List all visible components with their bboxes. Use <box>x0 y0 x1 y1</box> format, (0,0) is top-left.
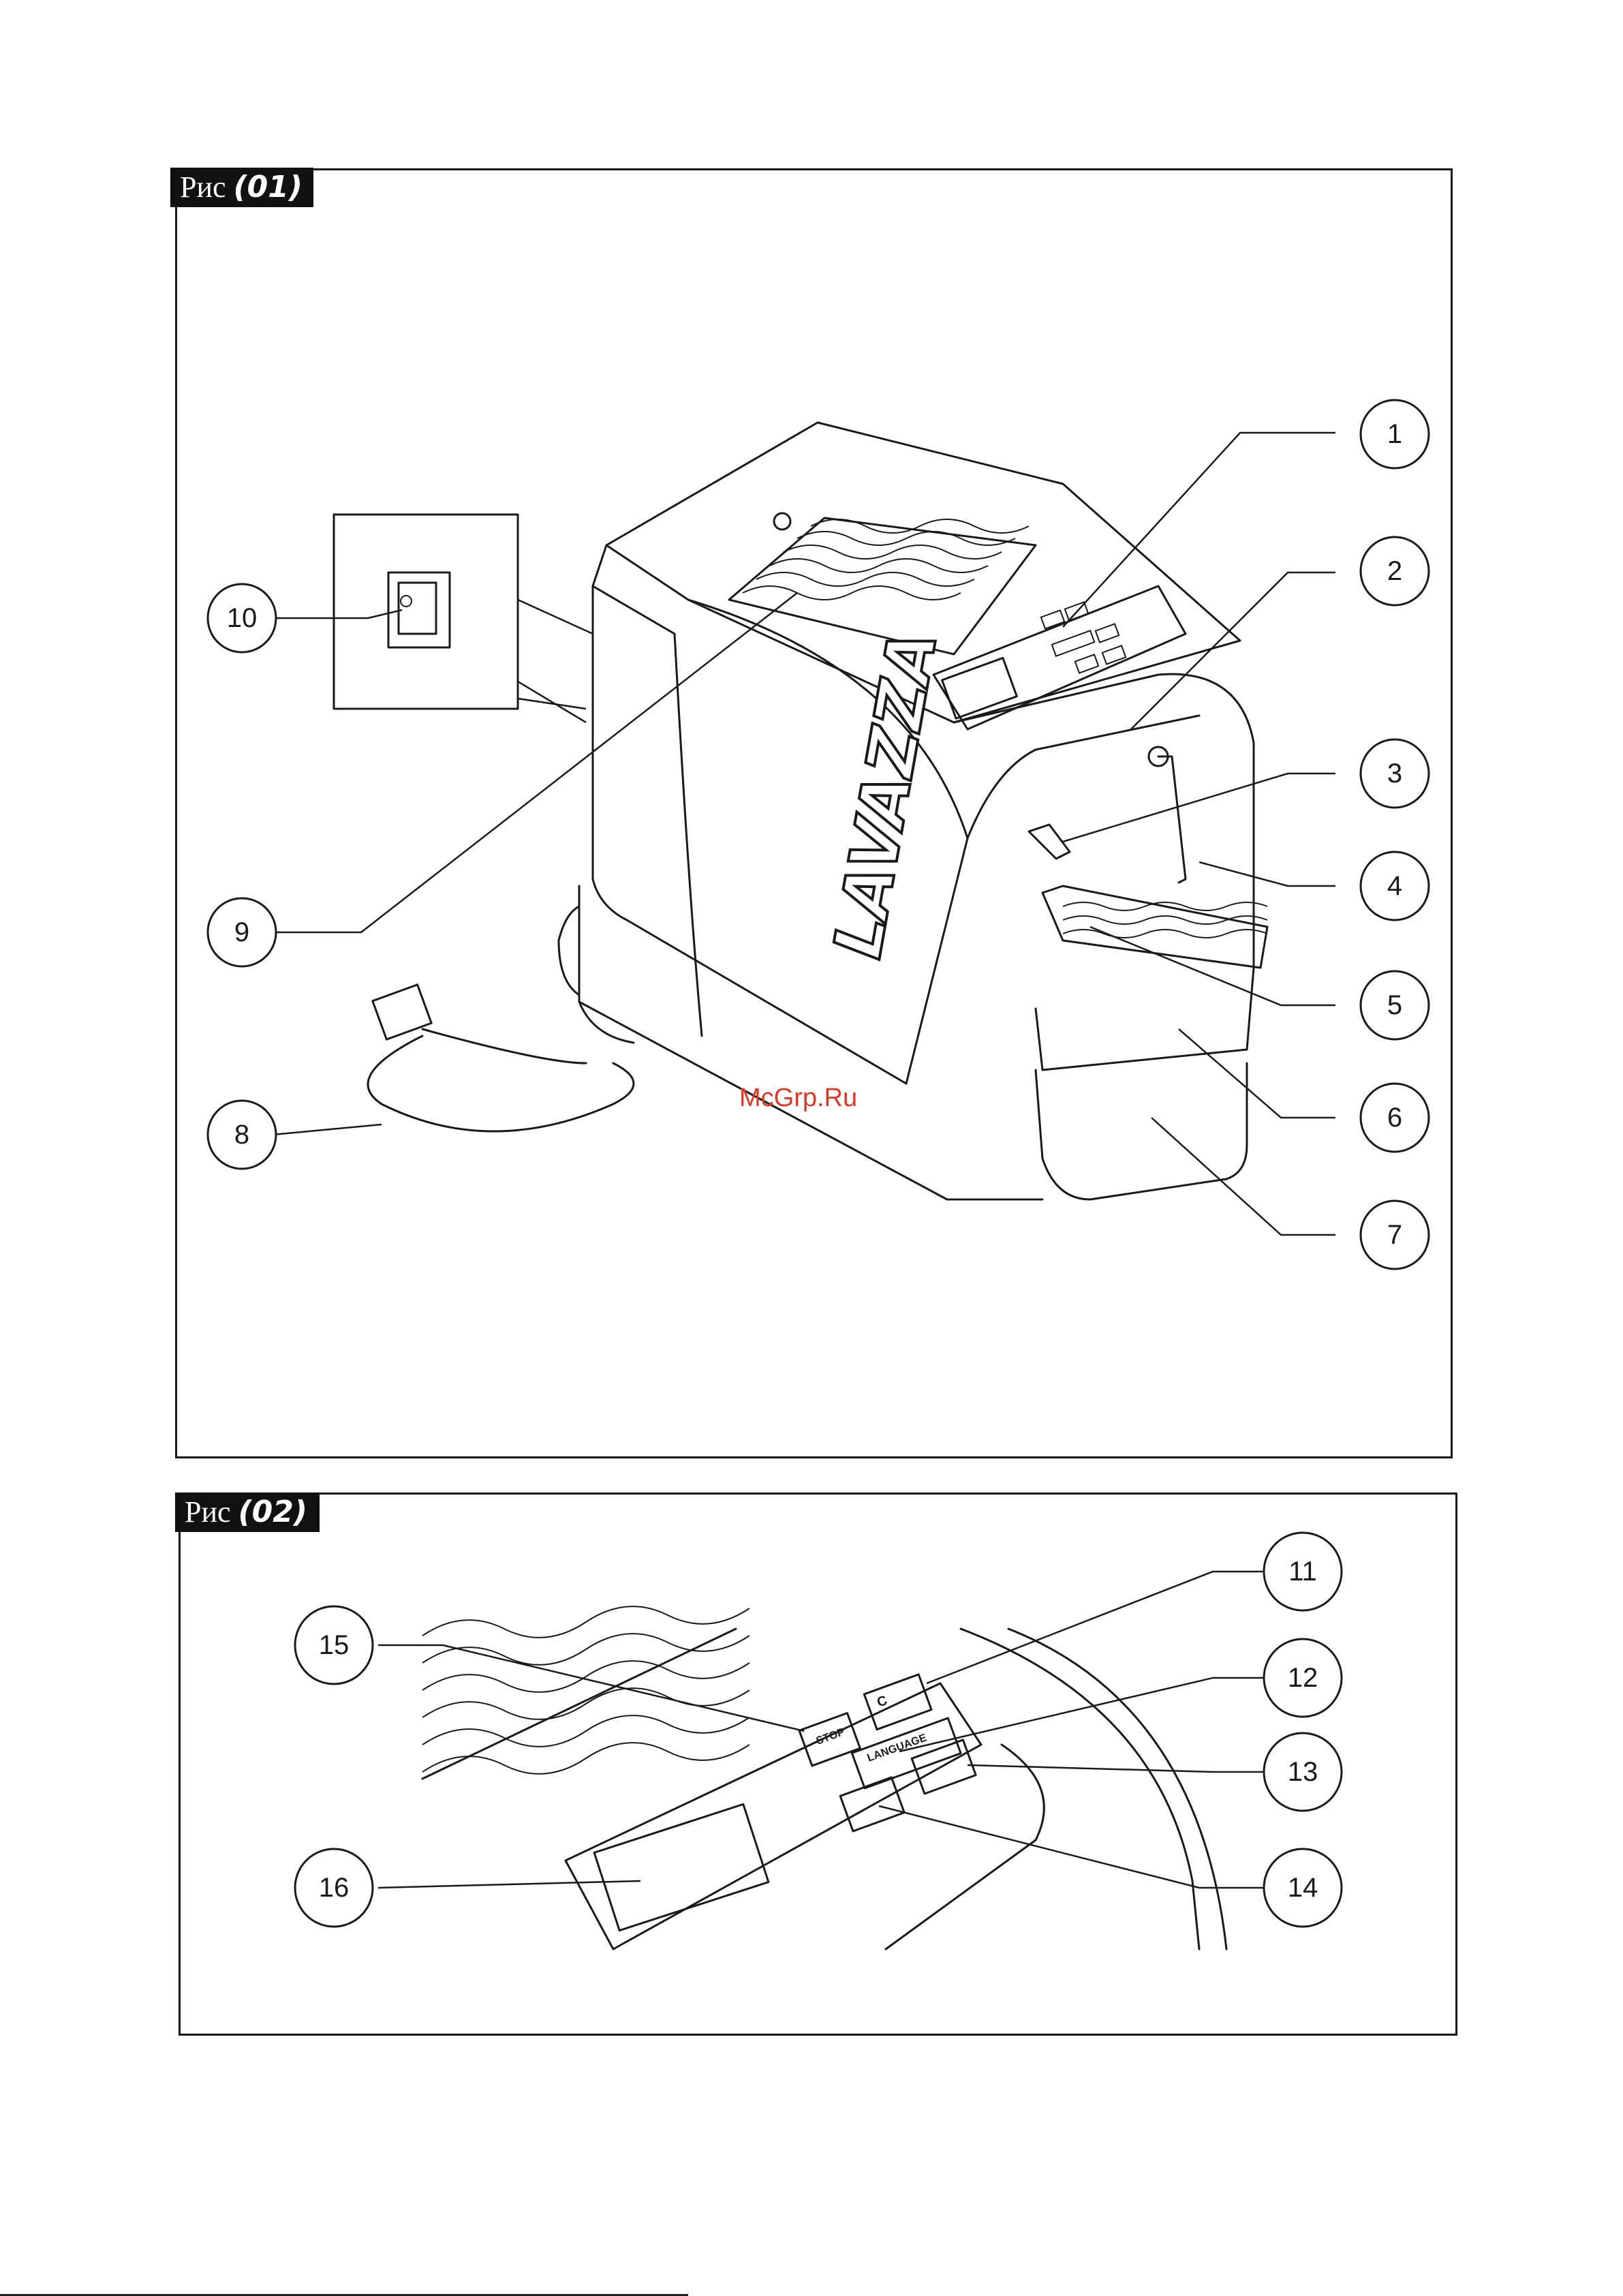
stop-button-label: STOP <box>815 1726 847 1747</box>
c-button-label: C <box>875 1693 889 1711</box>
callout-11: 11 <box>1264 1533 1342 1610</box>
c-button[interactable]: C <box>864 1674 931 1730</box>
svg-text:14: 14 <box>1288 1873 1318 1903</box>
cup-warmer-detail <box>422 1606 749 1779</box>
svg-text:11: 11 <box>1288 1557 1317 1587</box>
callout-15: 15 <box>295 1606 373 1684</box>
stop-button[interactable]: STOP <box>799 1713 860 1766</box>
callout-13: 13 <box>1264 1733 1342 1811</box>
svg-text:16: 16 <box>319 1873 350 1903</box>
callout-16: 16 <box>295 1849 373 1927</box>
svg-text:15: 15 <box>319 1630 350 1660</box>
svg-text:13: 13 <box>1288 1757 1318 1787</box>
svg-text:12: 12 <box>1288 1663 1318 1693</box>
callout-12: 12 <box>1264 1639 1342 1717</box>
language-button[interactable]: LANGUAGE <box>852 1718 961 1788</box>
callout-14: 14 <box>1264 1849 1342 1927</box>
